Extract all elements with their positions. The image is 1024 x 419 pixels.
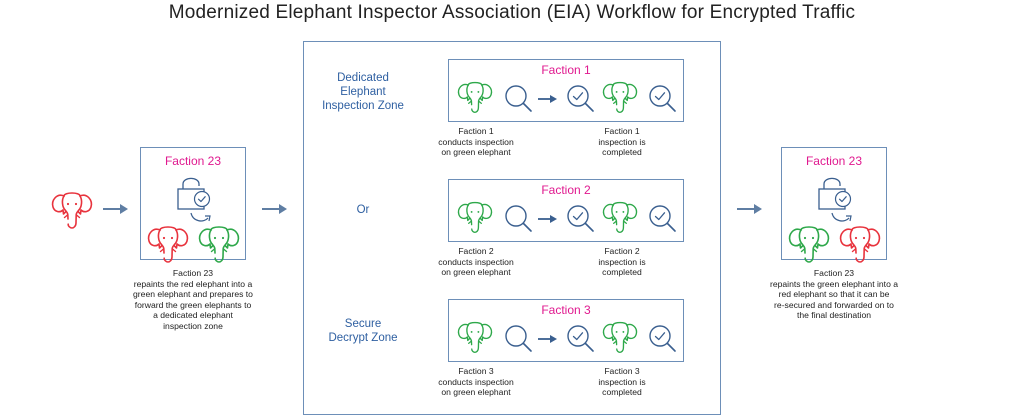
left-faction-box: Faction 23	[140, 147, 246, 260]
faction-3-box: Faction 3	[448, 299, 684, 362]
secure-zone-label: Secure Decrypt Zone	[328, 318, 398, 344]
green-elephant-icon	[457, 201, 493, 233]
magnifier-check-icon	[567, 205, 594, 232]
green-elephant-icon	[788, 226, 830, 263]
faction-3-inspection-caption: Faction 3 conducts inspection on green e…	[438, 366, 514, 398]
magnifier-check-icon	[567, 325, 594, 352]
green-elephant-icon	[602, 321, 638, 353]
green-elephant-icon	[198, 226, 240, 263]
left-faction-label: Faction 23	[164, 154, 222, 168]
magnifier-icon	[505, 205, 532, 232]
green-elephant-icon	[457, 321, 493, 353]
arrow-right-icon	[538, 215, 557, 223]
faction-1-label: Faction 1	[541, 63, 591, 77]
faction-1-completed-caption: Faction 1 inspection is completed	[598, 126, 646, 158]
faction-3-completed-caption: Faction 3 inspection is completed	[598, 366, 646, 398]
arrow-right-icon	[103, 204, 128, 214]
arrow-right-icon	[538, 95, 557, 103]
green-elephant-icon	[457, 81, 493, 113]
magnifier-icon	[505, 85, 532, 112]
left-caption-line: forward the green elephants to	[134, 299, 252, 310]
faction-1-inspection-caption: Faction 1 conducts inspection on green e…	[438, 126, 514, 158]
left-caption-line: inspection zone	[163, 320, 223, 331]
magnifier-check-icon	[567, 85, 594, 112]
right-caption-line: red elephant so that it can be	[778, 289, 890, 300]
right-faction-label: Faction 23	[805, 154, 863, 168]
faction-1-box: Faction 1	[448, 59, 684, 122]
lock-check-icon	[818, 177, 852, 210]
curved-arrow-icon	[190, 212, 211, 222]
faction-3-label: Faction 3	[541, 303, 591, 317]
magnifier-icon	[505, 325, 532, 352]
right-caption: Faction 23 repaints the green elephant i…	[748, 268, 920, 321]
faction-2-inspection-caption: Faction 2 conducts inspection on green e…	[438, 246, 514, 278]
arrow-right-icon	[262, 204, 287, 214]
left-caption-line: a dedicated elephant	[153, 310, 233, 321]
faction-2-label: Faction 2	[541, 183, 591, 197]
arrow-right-icon	[737, 204, 762, 214]
left-caption-title: Faction 23	[172, 268, 214, 278]
red-elephant-icon	[839, 226, 881, 263]
dedicated-zone-label: Dedicated Elephant Inspection Zone	[322, 72, 404, 112]
green-elephant-icon	[602, 81, 638, 113]
curved-arrow-icon	[831, 212, 852, 222]
right-caption-title: Faction 23	[813, 268, 855, 278]
magnifier-check-icon	[649, 85, 676, 112]
faction-2-box: Faction 2	[448, 179, 684, 242]
diagram-title: Modernized Elephant Inspector Associatio…	[168, 2, 856, 23]
red-elephant-icon	[147, 226, 189, 263]
magnifier-check-icon	[649, 205, 676, 232]
right-caption-line: re-secured and forwarded on to	[774, 299, 894, 310]
or-label: Or	[356, 204, 370, 216]
incoming-red-elephant-icon	[51, 192, 93, 229]
left-caption-line: green elephant and prepares to	[133, 289, 253, 300]
lock-check-icon	[177, 177, 211, 210]
right-caption-line: repaints the green elephant into a	[769, 278, 899, 289]
faction-2-completed-caption: Faction 2 inspection is completed	[598, 246, 646, 278]
left-caption: Faction 23 repaints the red elephant int…	[110, 268, 276, 332]
green-elephant-icon	[602, 201, 638, 233]
left-caption-line: repaints the red elephant into a	[133, 278, 253, 289]
magnifier-check-icon	[649, 325, 676, 352]
right-caption-line: the final destination	[796, 310, 872, 321]
arrow-right-icon	[538, 335, 557, 343]
